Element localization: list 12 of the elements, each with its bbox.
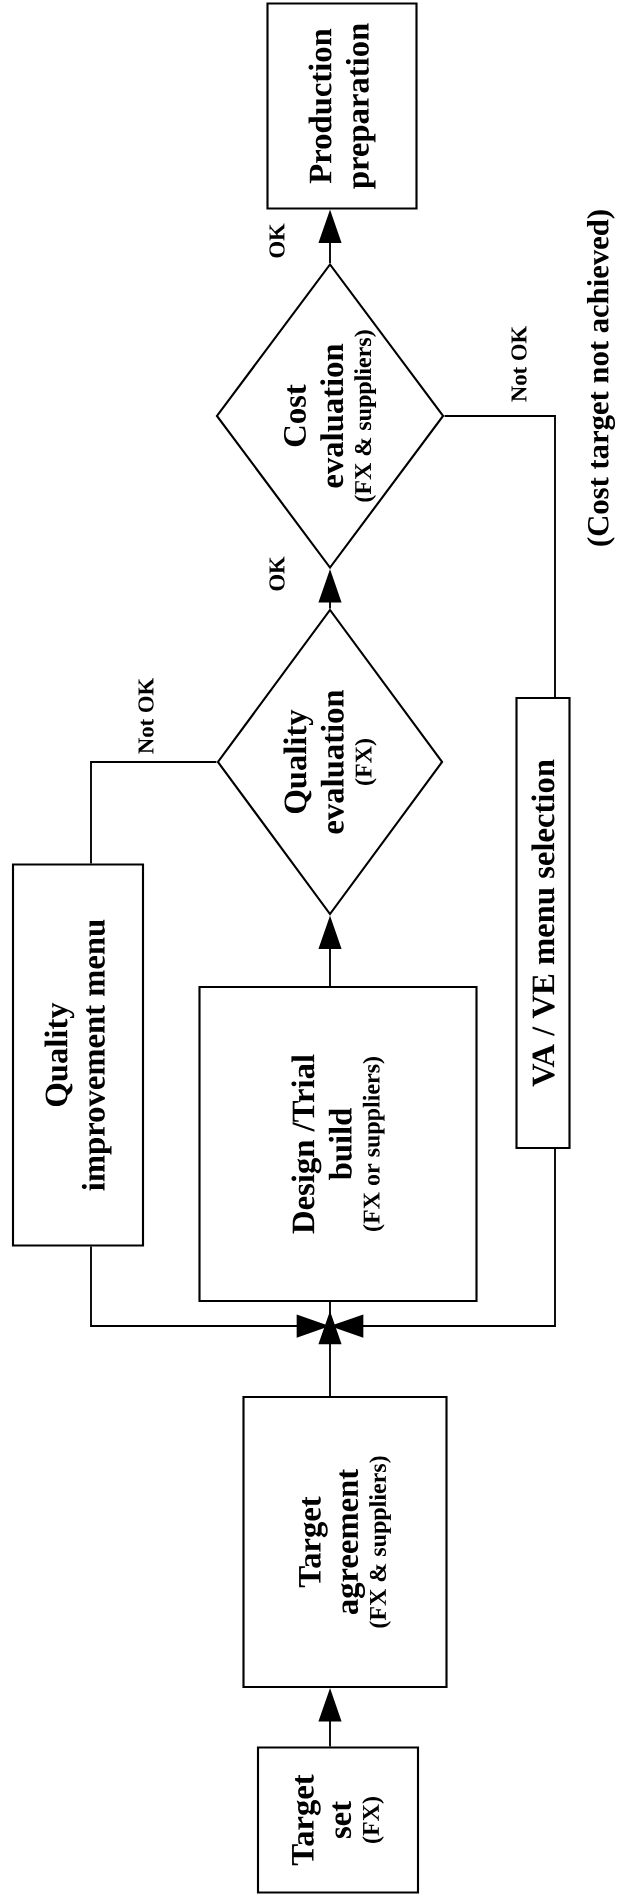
process-box: Quality improvement menu xyxy=(11,863,145,1247)
edge-label: Not OK xyxy=(510,324,528,404)
process-box: VA / VE menu selection xyxy=(515,696,571,1150)
edge-label: Not OK xyxy=(137,676,155,756)
process-box: Target agreement (FX & suppliers) xyxy=(242,1395,448,1689)
process-box: Target set (FX) xyxy=(256,1746,420,1894)
connector-line xyxy=(90,761,218,865)
note-label: (Cost target not achieved) xyxy=(586,210,616,546)
process-box: Design /Trial build (FX or suppliers) xyxy=(198,985,478,1303)
connector-line xyxy=(443,415,556,698)
process-box: Production preparation xyxy=(266,2,418,210)
edge-label: OK xyxy=(268,222,286,260)
